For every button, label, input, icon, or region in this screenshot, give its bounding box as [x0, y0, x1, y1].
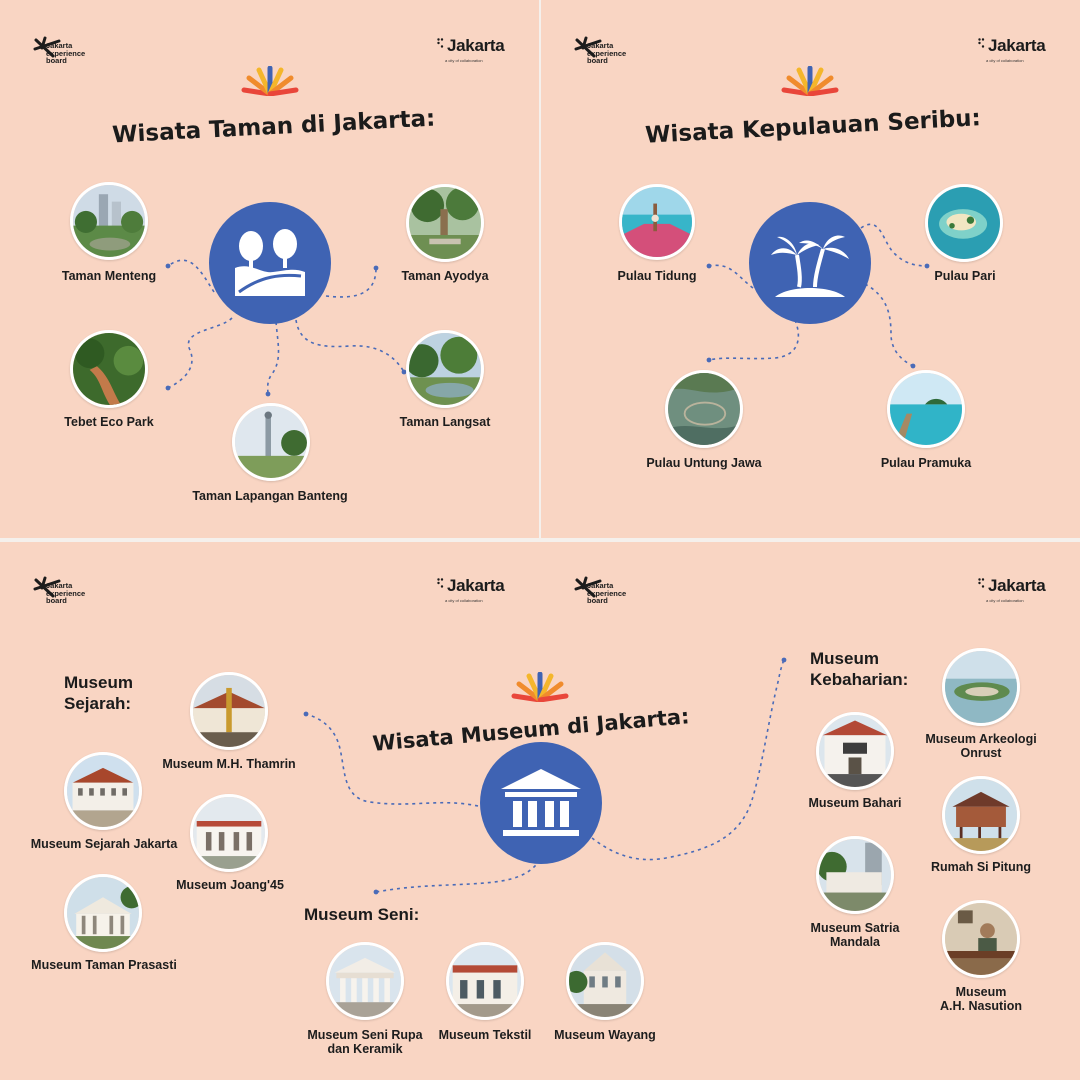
- pulau-untung-jawa-photo: [665, 370, 743, 448]
- jakarta-tagline: a city of collaboration: [445, 58, 483, 63]
- jeb-mark-icon: [33, 36, 61, 58]
- parks-hub: [209, 202, 331, 324]
- pulau-pramuka-photo: [887, 370, 965, 448]
- pulau-untung-jawa-label: Pulau Untung Jawa: [646, 456, 762, 470]
- museum-satria-mandala-photo: [816, 836, 894, 914]
- museum-taman-prasasti-label: Museum Taman Prasasti: [31, 958, 177, 972]
- sunrise-icon: [781, 66, 839, 96]
- jakarta-wordmark: Jakarta: [447, 36, 505, 55]
- museum-mh-thamrin-label: Museum M.H. Thamrin: [162, 757, 296, 771]
- museum-taman-prasasti-photo: [64, 874, 142, 952]
- islands-title: Wisata Kepulauan Seribu:: [644, 105, 982, 149]
- sunrise-icon: [241, 66, 299, 96]
- museum-building-icon: [501, 769, 581, 836]
- pulau-pramuka-label: Pulau Pramuka: [880, 456, 972, 470]
- jeb-mark-icon: [33, 576, 61, 598]
- rumah-si-pitung-label: Rumah Si Pitung: [931, 860, 1031, 874]
- rumah-si-pitung-photo: [942, 776, 1020, 854]
- taman-menteng-photo: [70, 182, 148, 260]
- jakarta-tagline: a city of collaboration: [986, 58, 1024, 63]
- museum-sejarah-jakarta-label: Museum Sejarah Jakarta: [30, 837, 178, 851]
- pulau-tidung-label: Pulau Tidung: [617, 269, 697, 283]
- tebet-eco-park-label: Tebet Eco Park: [64, 415, 154, 429]
- park-trees-icon: [235, 229, 305, 296]
- jakarta-wordmark: Jakarta: [988, 576, 1046, 595]
- taman-ayodya-label: Taman Ayodya: [401, 269, 489, 283]
- taman-langsat-photo: [406, 330, 484, 408]
- jakarta-tagline: a city of collaboration: [986, 598, 1024, 603]
- taman-langsat-label: Taman Langsat: [399, 415, 491, 429]
- museum-wayang-label: Museum Wayang: [554, 1028, 656, 1042]
- museum-arkeologi-onrust-photo: [942, 648, 1020, 726]
- tebet-eco-park-photo: [70, 330, 148, 408]
- sunrise-icon: [511, 672, 569, 702]
- museum-seni-rupa-photo: [326, 942, 404, 1020]
- pulau-tidung-photo: [619, 184, 695, 260]
- jeb-mark-icon: [574, 576, 602, 598]
- museum-joang45-label: Museum Joang'45: [176, 878, 284, 892]
- jakarta-dots-icon: [978, 578, 985, 588]
- museum-wayang-photo: [566, 942, 644, 1020]
- museum-mh-thamrin-photo: [190, 672, 268, 750]
- jakarta-wordmark: Jakarta: [988, 36, 1046, 55]
- taman-lapangan-banteng-label: Taman Lapangan Banteng: [192, 489, 348, 503]
- seni-heading: Museum Seni:: [304, 905, 420, 924]
- jakarta-logo: Jakarta a city of collaboration: [437, 576, 513, 606]
- jakarta-tagline: a city of collaboration: [445, 598, 483, 603]
- jakarta-logo: Jakarta a city of collaboration: [978, 36, 1054, 66]
- parks-title: Wisata Taman di Jakarta:: [111, 105, 436, 149]
- jakarta-dots-icon: [437, 578, 444, 588]
- museum-joang45-photo: [190, 794, 268, 872]
- museum-sejarah-jakarta-photo: [64, 752, 142, 830]
- jakarta-logo: Jakarta a city of collaboration: [978, 576, 1054, 606]
- taman-menteng-label: Taman Menteng: [61, 269, 157, 283]
- pulau-pari-label: Pulau Pari: [934, 269, 996, 283]
- jakarta-dots-icon: [437, 38, 444, 48]
- museums-hub: [480, 742, 602, 864]
- pulau-pari-photo: [925, 184, 1003, 262]
- jakarta-wordmark: Jakarta: [447, 576, 505, 595]
- islands-hub: [749, 202, 871, 324]
- museum-tekstil-label: Museum Tekstil: [438, 1028, 532, 1042]
- jakarta-dots-icon: [978, 38, 985, 48]
- museum-tekstil-photo: [446, 942, 524, 1020]
- jeb-mark-icon: [574, 36, 602, 58]
- museum-ah-nasution-photo: [942, 900, 1020, 978]
- jakarta-logo: Jakarta a city of collaboration: [437, 36, 513, 66]
- taman-ayodya-photo: [406, 184, 484, 262]
- taman-lapangan-banteng-photo: [232, 403, 310, 481]
- palm-island-icon: [771, 235, 849, 297]
- museum-bahari-label: Museum Bahari: [808, 796, 902, 810]
- museum-bahari-photo: [816, 712, 894, 790]
